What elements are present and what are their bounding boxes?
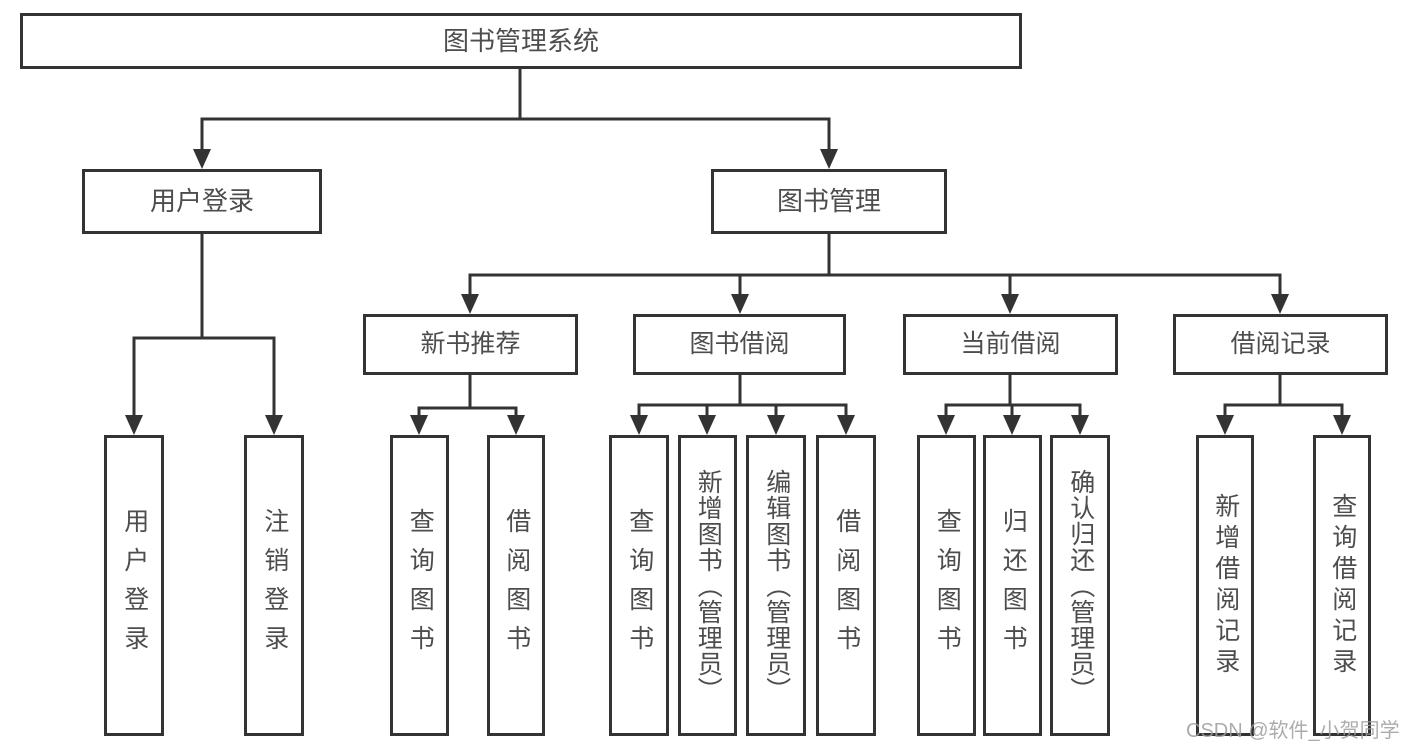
node-book-borrowing: 图书借阅 — [633, 314, 846, 375]
node-new-book-recommend: 新书推荐 — [363, 314, 578, 375]
leaf-edit-book-admin-label: 编辑图书（管理员） — [762, 468, 791, 703]
leaf-borrow-books-label: 借阅图书 — [832, 507, 861, 664]
node-book-management: 图书管理 — [711, 169, 947, 234]
leaf-user-login: 用户登录 — [104, 435, 164, 736]
leaf-confirm-return-admin: 确认归还（管理员） — [1050, 435, 1110, 736]
leaf-add-borrow-record: 新增借阅记录 — [1196, 435, 1254, 736]
leaf-logout-label: 注销登录 — [260, 507, 289, 664]
leaf-query-borrow-record-label: 查询借阅记录 — [1328, 492, 1357, 679]
leaf-logout: 注销登录 — [244, 435, 304, 736]
csdn-watermark: CSDN @软件_小贺同学 — [1186, 720, 1400, 742]
node-current-borrowing: 当前借阅 — [903, 314, 1118, 375]
leaf-query-books-current: 查询图书 — [917, 435, 976, 736]
leaf-borrow-books: 借阅图书 — [816, 435, 876, 736]
node-borrowing-records: 借阅记录 — [1173, 314, 1388, 375]
leaf-query-books-recommend-label: 查询图书 — [406, 507, 435, 664]
node-library-management-system: 图书管理系统 — [20, 13, 1022, 69]
leaf-add-book-admin: 新增图书（管理员） — [678, 435, 737, 736]
arrowhead-icons — [125, 149, 1351, 435]
leaf-edit-book-admin: 编辑图书（管理员） — [746, 435, 806, 736]
leaf-add-book-admin-label: 新增图书（管理员） — [694, 468, 723, 703]
leaf-query-books-borrow-label: 查询图书 — [625, 507, 654, 664]
leaf-query-borrow-record: 查询借阅记录 — [1313, 435, 1371, 736]
leaf-query-books-recommend: 查询图书 — [390, 435, 449, 736]
leaf-borrow-books-recommend-label: 借阅图书 — [502, 507, 531, 664]
leaf-borrow-books-recommend: 借阅图书 — [487, 435, 545, 736]
leaf-user-login-label: 用户登录 — [120, 507, 149, 664]
leaf-query-books-borrow: 查询图书 — [609, 435, 669, 736]
leaf-return-book: 归还图书 — [983, 435, 1042, 736]
leaf-query-books-current-label: 查询图书 — [933, 507, 962, 664]
leaf-return-book-label: 归还图书 — [999, 507, 1028, 664]
leaf-add-borrow-record-label: 新增借阅记录 — [1211, 492, 1240, 679]
leaf-confirm-return-admin-label: 确认归还（管理员） — [1066, 468, 1095, 703]
node-user-login: 用户登录 — [82, 169, 322, 234]
